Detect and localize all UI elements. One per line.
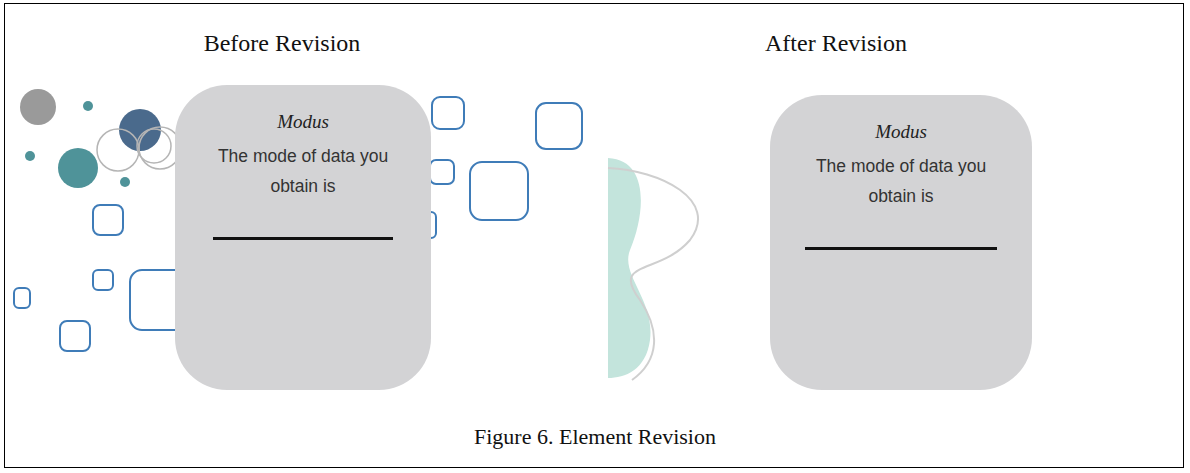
column-heading: After Revision xyxy=(765,30,907,57)
deco-ring xyxy=(97,129,139,171)
deco-curve xyxy=(608,168,698,380)
answer-card: ModusThe mode of data you obtain is xyxy=(175,85,431,390)
deco-square xyxy=(93,270,113,290)
deco-square xyxy=(430,160,454,184)
deco-square xyxy=(14,288,30,308)
card-heading: Modus xyxy=(175,111,431,133)
deco-square xyxy=(536,103,582,149)
answer-card: ModusThe mode of data you obtain is xyxy=(770,95,1032,390)
deco-dot xyxy=(83,101,93,111)
deco-square xyxy=(432,97,464,129)
deco-ring xyxy=(137,129,171,163)
answer-line xyxy=(213,237,393,240)
deco-dot xyxy=(25,151,35,161)
card-prompt: The mode of data you obtain is xyxy=(806,151,996,211)
card-prompt: The mode of data you obtain is xyxy=(208,141,398,201)
deco-square xyxy=(60,321,90,351)
deco-circle xyxy=(58,148,98,188)
deco-square xyxy=(470,162,528,220)
deco-circle xyxy=(20,89,56,125)
deco-square xyxy=(93,205,123,235)
answer-line xyxy=(805,247,997,250)
column-heading: Before Revision xyxy=(204,30,361,57)
deco-dot xyxy=(120,177,130,187)
card-heading: Modus xyxy=(770,121,1032,143)
figure-caption: Figure 6. Element Revision xyxy=(474,424,716,450)
